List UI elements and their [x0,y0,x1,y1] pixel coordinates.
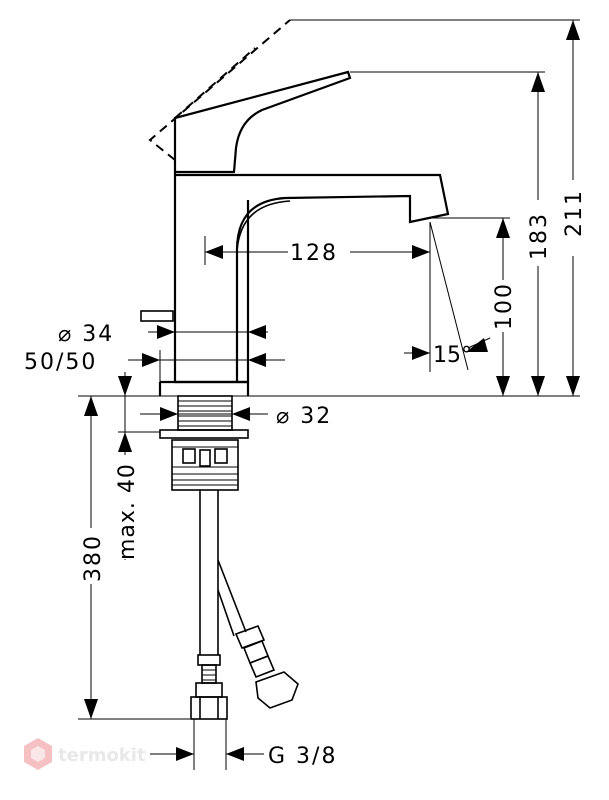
dim-380-label: 380 [81,534,106,582]
faucet-body [173,170,450,384]
dim-211-label: 211 [562,189,587,237]
mounting-nut [171,439,239,491]
dim-50-50-label: 50/50 [24,350,97,375]
lever-handle [173,70,352,173]
supply-hose-angled [217,559,299,709]
termokit-logo-icon [24,738,52,770]
dim-100-label: 100 [492,282,517,330]
dimension-50-50: 50/50 [24,350,285,382]
dimension-diameter-34: ⌀ 34 [58,320,268,347]
dim-g-3-8-label: G 3/8 [268,744,337,769]
threaded-shank [177,395,233,431]
dim-183-label: 183 [527,212,552,260]
dim-15-label: 15° [433,343,472,368]
dimension-diameter-32: ⌀ 32 [140,404,332,429]
dimension-211: 211 [290,19,587,396]
dim-max-40-label: max. 40 [115,463,140,560]
base-flange [158,380,250,396]
dimension-100: 100 [430,217,517,396]
popup-rod-knob [140,310,174,322]
watermark-text: termokit [58,745,146,766]
dimension-183: 183 [350,71,552,396]
washer [159,429,249,439]
supply-hose-straight [190,490,228,720]
dimension-max-40: max. 40 [112,372,160,560]
dimension-15-degree: 15° [404,221,491,371]
dim-128-label: 128 [290,241,338,266]
dimension-128: 128 [204,222,431,372]
dimension-380: 380 [78,396,190,720]
lever-open-position [148,19,291,161]
dimension-g-3-8: G 3/8 [150,719,337,770]
dim-34-label: ⌀ 34 [58,322,114,347]
termokit-watermark: termokit [24,738,146,770]
dim-32-label: ⌀ 32 [276,404,332,429]
